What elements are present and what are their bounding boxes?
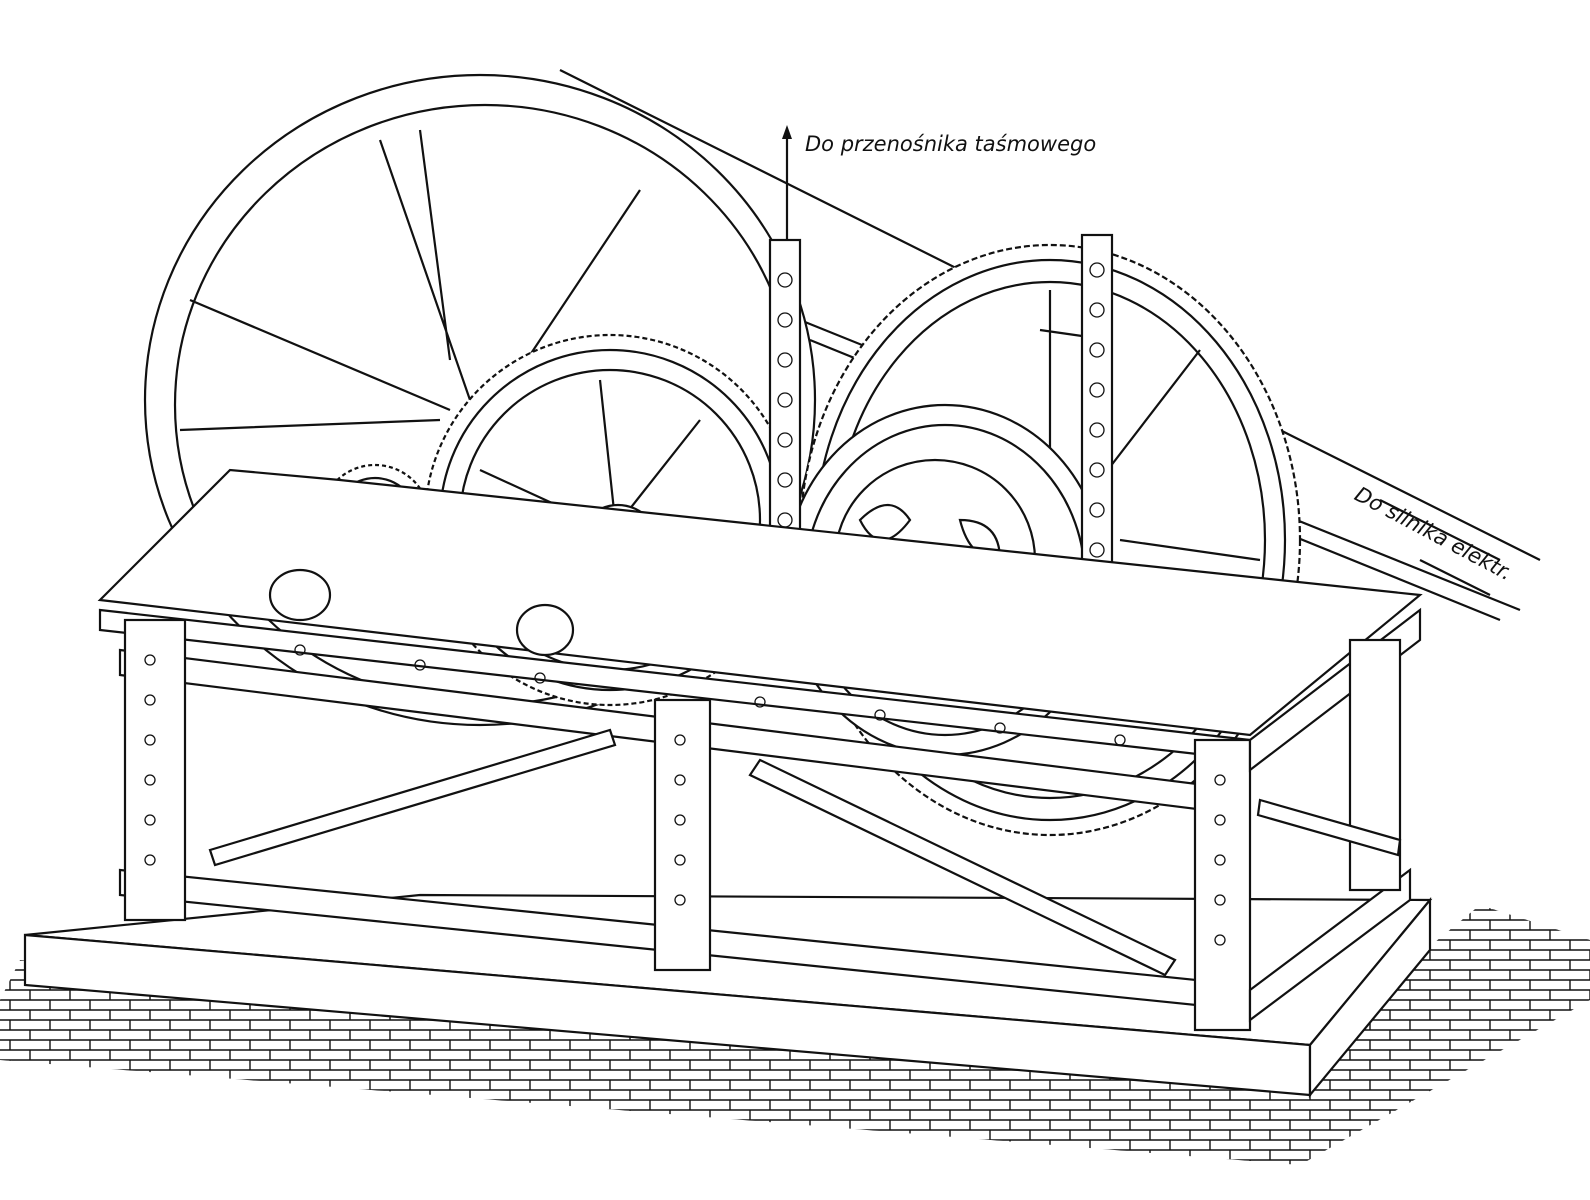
steel-frame: [97, 468, 1423, 1032]
conveyor-label: Do przenośnika taśmowego: [805, 132, 1097, 156]
